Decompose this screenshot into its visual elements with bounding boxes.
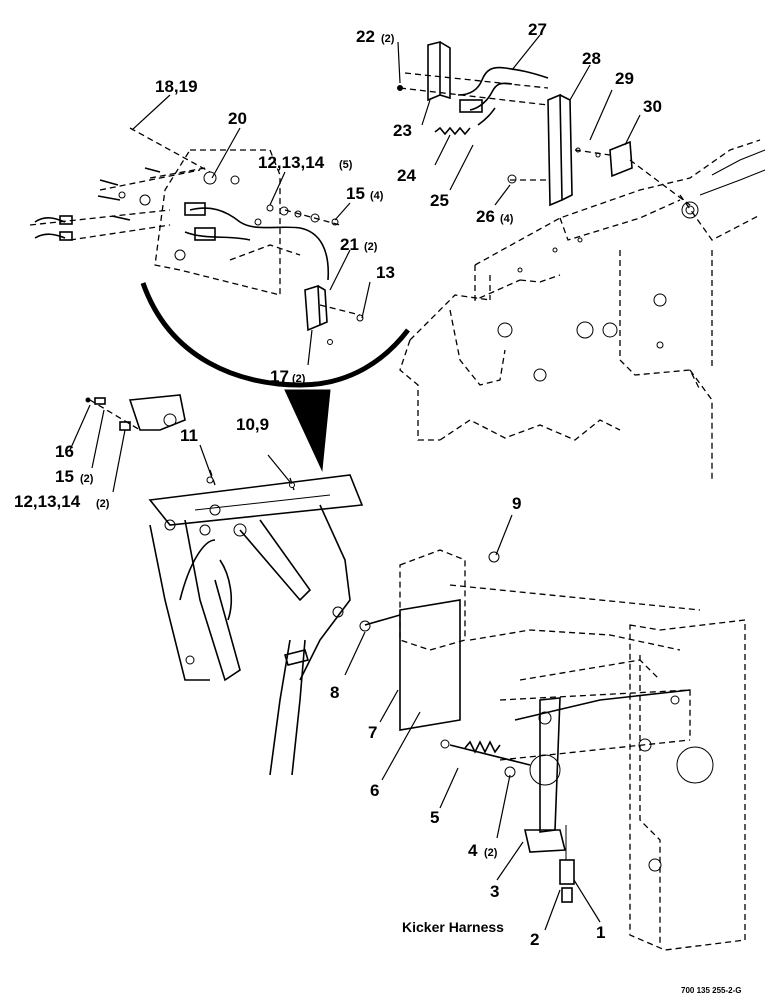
magnifier-arc (140, 282, 410, 388)
callout-24: 24 (397, 166, 416, 185)
callout-15-b-qty: (2) (80, 473, 94, 485)
callout-23: 23 (393, 121, 412, 140)
callout-30: 30 (643, 97, 662, 116)
kicker-harness-label: Kicker Harness (402, 919, 504, 935)
upper-bracket-assembly (397, 40, 691, 207)
callout-16: 16 (55, 442, 74, 461)
callout-13: 13 (376, 263, 395, 282)
callout-21: 21 (340, 235, 359, 254)
callout-12-13-14-a: 12,13,14 (258, 153, 325, 172)
callout-15-a: 15 (346, 184, 365, 203)
callout-12-13-14-b: 12,13,14 (14, 492, 81, 511)
callout-labels: 18,19 20 12,13,14 (5) 15 (4) 21 (2) 13 1… (14, 20, 742, 995)
kicker-assembly (359, 549, 746, 951)
callout-22: 22 (356, 27, 375, 46)
callout-2: 2 (530, 930, 539, 949)
control-box-assembly (29, 127, 364, 345)
frame-assembly (399, 139, 766, 480)
callout-26-qty: (4) (500, 213, 514, 225)
callout-15-b: 15 (55, 467, 74, 486)
callout-10-9: 10,9 (236, 415, 269, 434)
drawing-number: 700 135 255-2-G (681, 986, 742, 995)
callout-21-qty: (2) (364, 241, 378, 253)
callout-5: 5 (430, 808, 439, 827)
callout-22-qty: (2) (381, 33, 395, 45)
callout-7: 7 (368, 723, 377, 742)
callout-18-19: 18,19 (155, 77, 198, 96)
leader-lines (69, 34, 641, 931)
callout-25: 25 (430, 191, 449, 210)
callout-28: 28 (582, 49, 601, 68)
callout-11: 11 (180, 426, 198, 445)
magnifier-pointer (284, 389, 331, 472)
callout-17-qty: (2) (292, 373, 306, 385)
callout-9: 9 (512, 494, 521, 513)
callout-15-a-qty: (4) (370, 190, 384, 202)
callout-8: 8 (330, 683, 339, 702)
callout-27: 27 (528, 20, 547, 39)
callout-1: 1 (596, 923, 605, 942)
callout-17: 17 (270, 367, 289, 386)
callout-4-qty: (2) (484, 847, 498, 859)
callout-4: 4 (468, 841, 478, 860)
callout-20: 20 (228, 109, 247, 128)
arm-assembly (85, 394, 364, 776)
callout-26: 26 (476, 207, 495, 226)
callout-12-13-14-a-qty: (5) (339, 159, 353, 171)
callout-6: 6 (370, 781, 379, 800)
callout-3: 3 (490, 882, 499, 901)
callout-12-13-14-b-qty: (2) (96, 498, 110, 510)
callout-29: 29 (615, 69, 634, 88)
